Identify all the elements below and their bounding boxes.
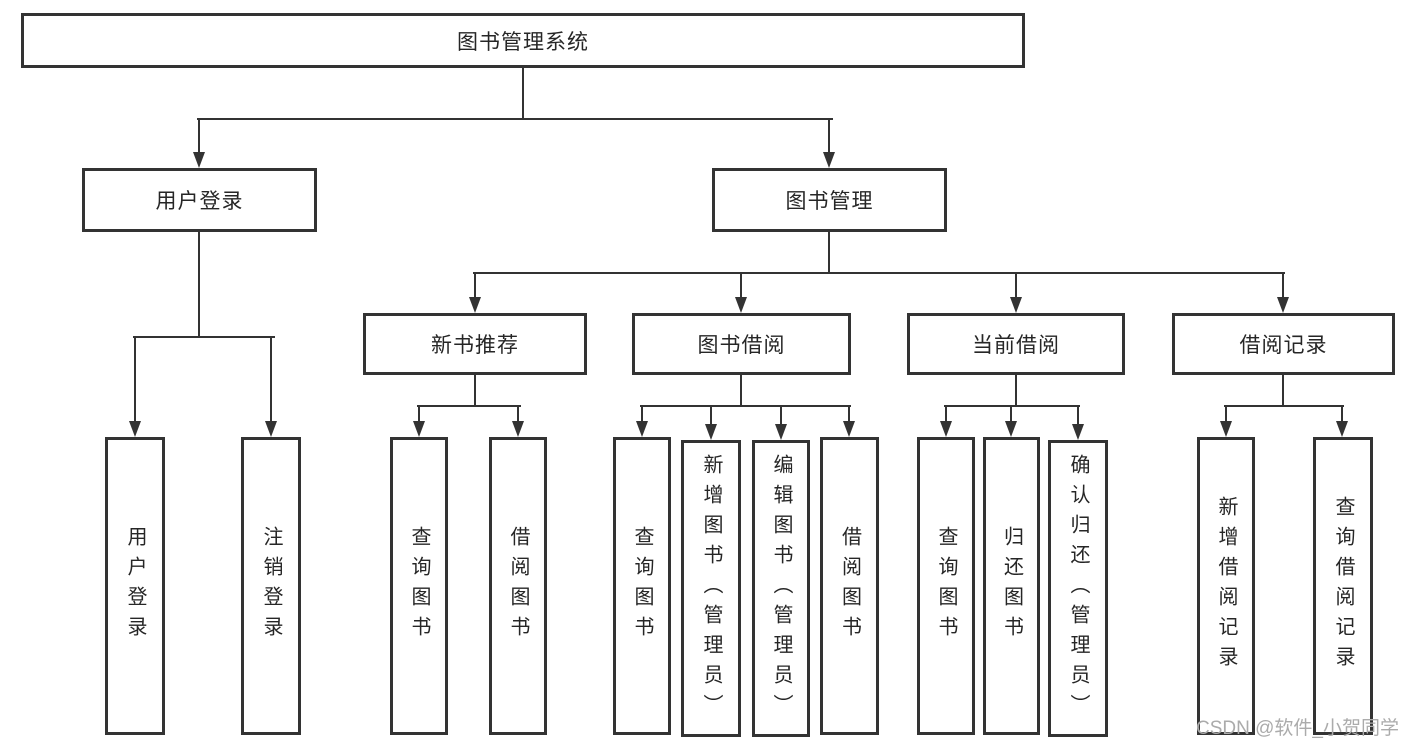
arrow-down-icon bbox=[1010, 297, 1022, 313]
arrow-down-icon bbox=[1072, 424, 1084, 440]
node-book-management: 图书管理 bbox=[712, 168, 947, 232]
node-current-borrow: 当前借阅 bbox=[907, 313, 1125, 375]
connector-stem bbox=[418, 405, 420, 422]
connector-stem bbox=[198, 118, 200, 154]
connector-stem bbox=[1341, 405, 1343, 422]
leaf-return-book: 归还图书 bbox=[983, 437, 1040, 735]
arrow-down-icon bbox=[512, 421, 524, 437]
connector-stem bbox=[710, 405, 712, 425]
connector-stem bbox=[945, 405, 947, 422]
connector-book-mgmt-trunk bbox=[828, 232, 830, 274]
node-new-book-recommend: 新书推荐 bbox=[363, 313, 587, 375]
node-borrow-records: 借阅记录 bbox=[1172, 313, 1395, 375]
connector-stem bbox=[517, 405, 519, 422]
leaf-query-books: 查询图书 bbox=[390, 437, 448, 735]
watermark: CSDN @软件_小贺同学 bbox=[1196, 718, 1399, 739]
node-book-borrow: 图书借阅 bbox=[632, 313, 851, 375]
connector-group-bar bbox=[417, 405, 521, 407]
connector-stem bbox=[1010, 405, 1012, 422]
leaf-query-books: 查询图书 bbox=[613, 437, 671, 735]
connector-group-trunk bbox=[1015, 375, 1017, 406]
arrow-down-icon bbox=[775, 424, 787, 440]
connector-root-trunk bbox=[522, 68, 524, 119]
arrow-down-icon bbox=[636, 421, 648, 437]
connector-group-bar bbox=[944, 405, 1080, 407]
leaf-edit-book-admin: 编辑图书（管理员） bbox=[752, 440, 810, 737]
connector-group-bar bbox=[1224, 405, 1344, 407]
arrow-down-icon bbox=[193, 152, 205, 168]
arrow-down-icon bbox=[705, 424, 717, 440]
leaf-borrow-book: 借阅图书 bbox=[489, 437, 547, 735]
connector-root-bar bbox=[197, 118, 833, 120]
arrow-down-icon bbox=[413, 421, 425, 437]
connector-stem bbox=[1015, 272, 1017, 299]
connector-book-mgmt-bar bbox=[473, 272, 1285, 274]
node-user-login: 用户登录 bbox=[82, 168, 317, 232]
connector-stem bbox=[134, 336, 136, 422]
connector-stem bbox=[1282, 272, 1284, 299]
connector-stem bbox=[848, 405, 850, 422]
arrow-down-icon bbox=[265, 421, 277, 437]
arrow-down-icon bbox=[735, 297, 747, 313]
connector-stem bbox=[1077, 405, 1079, 425]
connector-user-login-bar bbox=[133, 336, 275, 338]
leaf-borrow-book: 借阅图书 bbox=[820, 437, 879, 735]
arrow-down-icon bbox=[1277, 297, 1289, 313]
connector-group-trunk bbox=[474, 375, 476, 406]
connector-stem bbox=[780, 405, 782, 425]
arrow-down-icon bbox=[823, 152, 835, 168]
arrow-down-icon bbox=[129, 421, 141, 437]
arrow-down-icon bbox=[1220, 421, 1232, 437]
leaf-user-login: 用户登录 bbox=[105, 437, 165, 735]
connector-stem bbox=[828, 118, 830, 154]
connector-stem bbox=[270, 336, 272, 422]
connector-group-trunk bbox=[1282, 375, 1284, 406]
arrow-down-icon bbox=[843, 421, 855, 437]
connector-user-login-trunk bbox=[198, 232, 200, 337]
arrow-down-icon bbox=[940, 421, 952, 437]
connector-stem bbox=[740, 272, 742, 299]
node-root: 图书管理系统 bbox=[21, 13, 1025, 68]
connector-stem bbox=[641, 405, 643, 422]
leaf-add-borrow-record: 新增借阅记录 bbox=[1197, 437, 1255, 735]
arrow-down-icon bbox=[1336, 421, 1348, 437]
arrow-down-icon bbox=[469, 297, 481, 313]
leaf-confirm-return-admin: 确认归还（管理员） bbox=[1048, 440, 1108, 737]
connector-stem bbox=[474, 272, 476, 299]
leaf-query-books: 查询图书 bbox=[917, 437, 975, 735]
leaf-add-book-admin: 新增图书（管理员） bbox=[681, 440, 741, 737]
connector-group-trunk bbox=[740, 375, 742, 406]
connector-group-bar bbox=[640, 405, 851, 407]
arrow-down-icon bbox=[1005, 421, 1017, 437]
leaf-query-borrow-record: 查询借阅记录 bbox=[1313, 437, 1373, 735]
leaf-logout: 注销登录 bbox=[241, 437, 301, 735]
connector-stem bbox=[1225, 405, 1227, 422]
